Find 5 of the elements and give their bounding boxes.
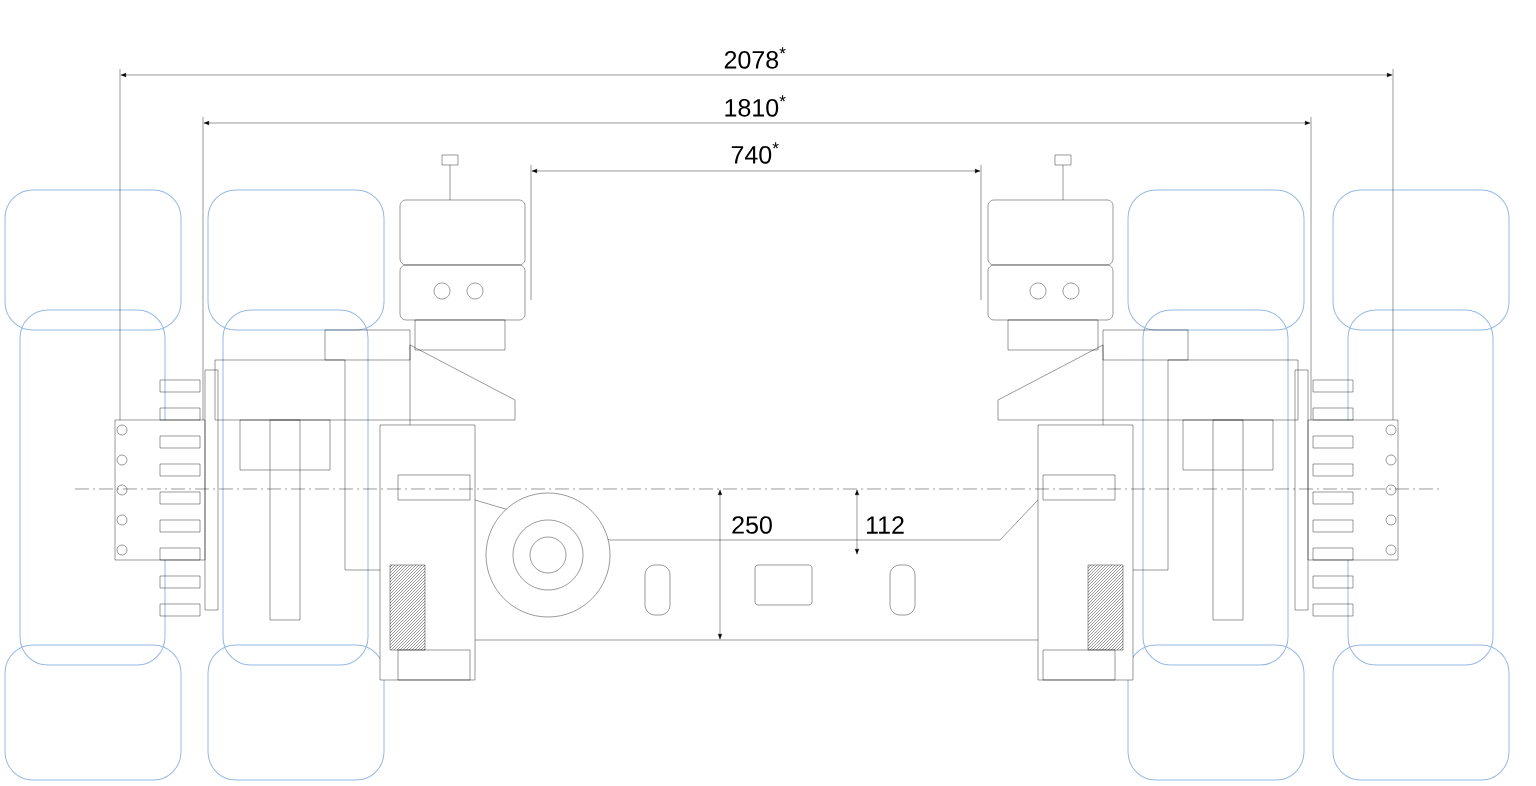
dimension-label: 112 xyxy=(867,516,904,534)
dimension-label: 740$^{*}$ xyxy=(731,142,779,164)
dimension-label: 2078$^{*}$ xyxy=(724,47,786,69)
dimension-label: 1810$^{*}$ xyxy=(725,95,786,117)
dimension-label: 250 xyxy=(732,516,772,534)
